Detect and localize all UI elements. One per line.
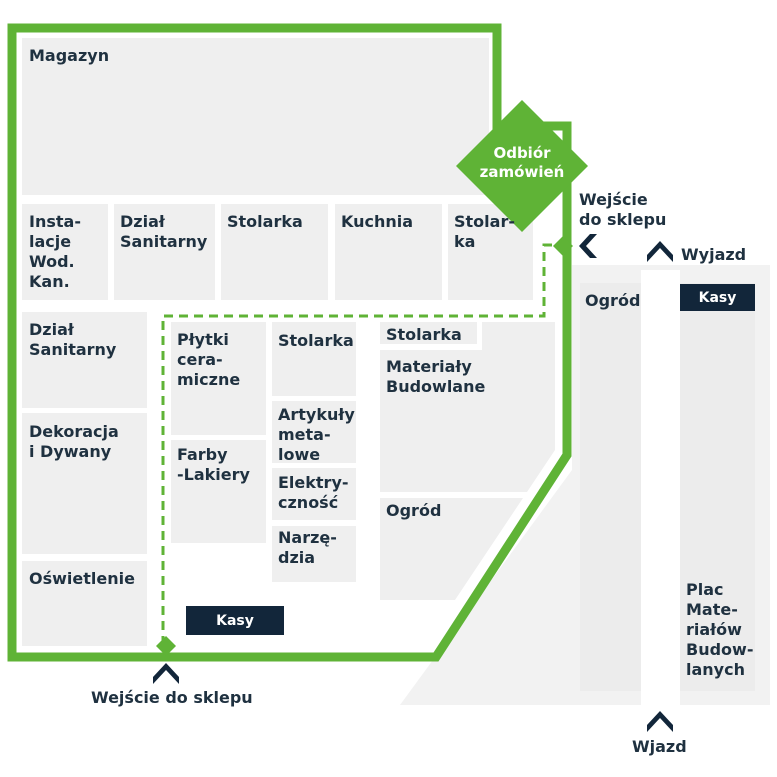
label-materialy: Materiały Budowlane <box>386 357 486 396</box>
room-kuchnia <box>335 204 442 300</box>
label-dekoracja: Dekoracja i Dywany <box>29 422 119 461</box>
label-elektrycznosc: Elektry- czność <box>278 473 349 512</box>
label-stolarka-1: Stolarka <box>227 212 303 231</box>
room-ogrod-inner <box>380 498 523 600</box>
room-instalacje <box>22 204 108 300</box>
label-dzial-sanitarny-top: Dział Sanitarny <box>120 212 208 251</box>
kasy-outer: Kasy <box>680 284 755 311</box>
room-artykuly <box>272 401 356 463</box>
chevron-up-icon <box>647 711 673 732</box>
label-farby: Farby -Lakiery <box>177 445 250 484</box>
label-wyjazd: Wyjazd <box>681 245 747 264</box>
label-instalacje: Insta- lacje Wod. Kan. <box>29 212 81 291</box>
label-ogrod-inner: Ogród <box>386 501 442 520</box>
label-wejscie-side: Wejście do sklepu <box>579 190 667 229</box>
label-plytki: Płytki cera- miczne <box>177 330 241 389</box>
label-kuchnia: Kuchnia <box>341 212 414 231</box>
plac-area <box>680 283 755 691</box>
chevron-left-icon <box>579 234 597 258</box>
route-dashed-line <box>161 243 563 645</box>
label-artykuly: Artykuły meta- lowe <box>278 405 355 464</box>
label-narzedzia: Narzę- dzia <box>278 528 337 567</box>
room-dzial-sanitarny-top <box>114 204 215 300</box>
chevron-up-icon <box>153 663 179 684</box>
road-strip <box>641 270 680 710</box>
label-magazyn: Magazyn <box>29 46 110 65</box>
room-oswietlenie <box>22 561 147 646</box>
room-elektrycznosc <box>272 468 356 520</box>
room-stolarka-3 <box>272 322 356 396</box>
room-magazyn <box>22 38 489 195</box>
room-stolarka-4 <box>380 322 477 344</box>
label-plac: Plac Mate- riałów Budow- lanych <box>686 580 754 679</box>
label-wjazd: Wjazd <box>632 737 687 756</box>
label-oswietlenie: Oświetlenie <box>29 569 135 588</box>
label-wejscie-bottom: Wejście do sklepu <box>91 688 253 707</box>
label-ogrod-outer: Ogród <box>585 291 641 310</box>
label-stolarka-4: Stolarka <box>386 325 462 344</box>
room-plytki <box>171 322 266 435</box>
label-dzial-sanitarny-left: Dział Sanitarny <box>29 320 117 359</box>
kasy-inner: Kasy <box>186 606 284 635</box>
room-narzedzia <box>272 526 356 582</box>
room-dzial-sanitarny-left <box>22 312 147 408</box>
garden-outer-area <box>580 283 641 691</box>
room-farby <box>171 440 266 543</box>
chevron-up-icon <box>647 241 673 262</box>
room-stolarka-1 <box>221 204 328 300</box>
odbior-diamond <box>456 100 588 232</box>
diamond-marker-icon <box>553 236 573 256</box>
diamond-marker-icon <box>156 636 176 656</box>
room-materialy <box>380 322 555 492</box>
odbior-label: Odbiór zamówień <box>479 144 565 181</box>
room-dekoracja <box>22 413 147 554</box>
label-stolarka-2: Stolar- ka <box>454 212 515 251</box>
label-stolarka-3: Stolarka <box>278 331 354 350</box>
